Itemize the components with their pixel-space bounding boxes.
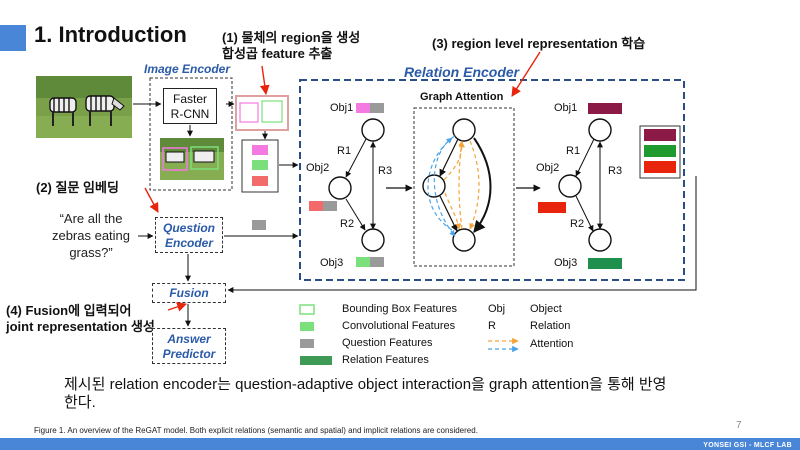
left-obj3-label: Obj3	[320, 257, 344, 269]
faster-rcnn-line2: R-CNN	[170, 107, 210, 121]
relation-encoder-frame	[299, 79, 685, 281]
region-box-green	[261, 100, 283, 123]
feature-red	[252, 176, 268, 186]
faster-rcnn-box: Faster R-CNN	[163, 88, 217, 124]
legend-r-value: Relation	[530, 320, 571, 332]
zebra-photo	[36, 76, 132, 138]
question-encoder-line2: Encoder	[164, 236, 213, 250]
page-number: 7	[736, 420, 742, 431]
annotation-step1: (1) 물체의 region을 생성 합성곱 feature 추출	[222, 30, 360, 62]
region-box-pink	[239, 102, 259, 123]
answer-predictor-line1: Answer	[167, 332, 211, 346]
annotation-step1-line2: 합성곱 feature 추출	[222, 46, 333, 61]
question-text: “Are all the zebras eating grass?”	[36, 210, 146, 261]
detected-regions-photo	[160, 138, 224, 180]
image-encoder-box	[149, 77, 233, 191]
legend-obj-key: Obj	[488, 303, 506, 315]
right-r2-label: R2	[570, 218, 585, 230]
left-node-obj2	[328, 176, 352, 200]
right-obj3-label: Obj3	[554, 257, 578, 269]
right-obj2-label: Obj2	[536, 162, 560, 174]
question-line2: zebras eating	[51, 228, 131, 243]
annotation-step4-line1: (4) Fusion에 입력되어	[6, 303, 132, 318]
attention-graph	[422, 118, 492, 252]
question-line1: “Are all the	[59, 211, 123, 226]
right-r3-label: R3	[608, 165, 623, 177]
red-arrow-step2	[144, 187, 159, 213]
footer-bar	[0, 438, 800, 450]
annotation-step3: (3) region level representation 학습	[432, 36, 646, 51]
annotation-step4-line2: joint representation 생성	[6, 319, 155, 334]
fusion-box: Fusion	[152, 283, 226, 303]
graph-attention-title: Graph Attention	[420, 91, 504, 103]
legend-bbox-label: Bounding Box Features	[342, 303, 457, 315]
answer-predictor-box: Answer Predictor	[152, 328, 226, 364]
feature-pink	[252, 145, 268, 155]
question-encoder-box: Question Encoder	[155, 217, 223, 253]
body-text-line2: 한다.	[64, 394, 96, 411]
right-r1-label: R1	[566, 145, 581, 157]
question-encoder-line1: Question	[162, 221, 215, 235]
left-r1-label: R1	[337, 145, 352, 157]
legend-question-label: Question Features	[342, 337, 433, 349]
left-node-obj1	[361, 118, 385, 142]
legend-relation-swatch	[300, 356, 332, 365]
red-arrow-step1	[259, 65, 270, 95]
graph-attention-box	[413, 107, 515, 267]
body-text-line1: 제시된 relation encoder는 question-adaptive …	[64, 376, 667, 393]
red-arrow-step4	[167, 302, 187, 312]
right-graph	[538, 103, 622, 269]
accent-bar	[0, 25, 26, 51]
left-graph	[309, 103, 385, 267]
footer-lab-name: YONSEI GSI - MLCF LAB	[703, 442, 792, 449]
legend-relation-label: Relation Features	[342, 354, 429, 366]
left-r2-label: R2	[340, 218, 355, 230]
legend-conv-swatch	[300, 322, 314, 331]
slide-title: 1. Introduction	[34, 22, 187, 47]
legend-question-swatch	[300, 339, 314, 348]
question-line3: grass?”	[69, 245, 113, 260]
answer-predictor-line2: Predictor	[162, 347, 216, 361]
left-r3-label: R3	[378, 165, 393, 177]
arrow-output-to-fusion	[227, 176, 697, 293]
red-arrow-step3	[511, 51, 541, 97]
legend-r-key: R	[488, 320, 496, 332]
output-red	[644, 161, 676, 173]
legend-obj-value: Object	[530, 303, 562, 315]
image-encoder-title: Image Encoder	[144, 62, 231, 76]
legend-attention-label: Attention	[530, 338, 574, 350]
question-feature-block	[252, 220, 266, 230]
legend-conv-label: Convolutional Features	[342, 320, 456, 332]
figure-caption: Figure 1. An overview of the ReGAT model…	[34, 426, 478, 435]
left-obj1-label: Obj1	[330, 102, 354, 114]
relation-encoder-title: Relation Encoder	[404, 64, 520, 80]
annotation-step4: (4) Fusion에 입력되어 joint representation 생성	[6, 303, 155, 335]
legend-bbox-swatch	[299, 304, 315, 315]
output-maroon	[644, 129, 676, 141]
annotation-step1-line1: (1) 물체의 region을 생성	[222, 30, 361, 45]
feature-green	[252, 160, 268, 170]
annotation-step2: (2) 질문 임베딩	[36, 180, 119, 195]
right-obj1-label: Obj1	[554, 102, 578, 114]
output-green	[644, 145, 676, 157]
left-node-obj3	[361, 228, 385, 252]
faster-rcnn-line1: Faster	[172, 92, 207, 106]
left-obj2-label: Obj2	[306, 162, 330, 174]
